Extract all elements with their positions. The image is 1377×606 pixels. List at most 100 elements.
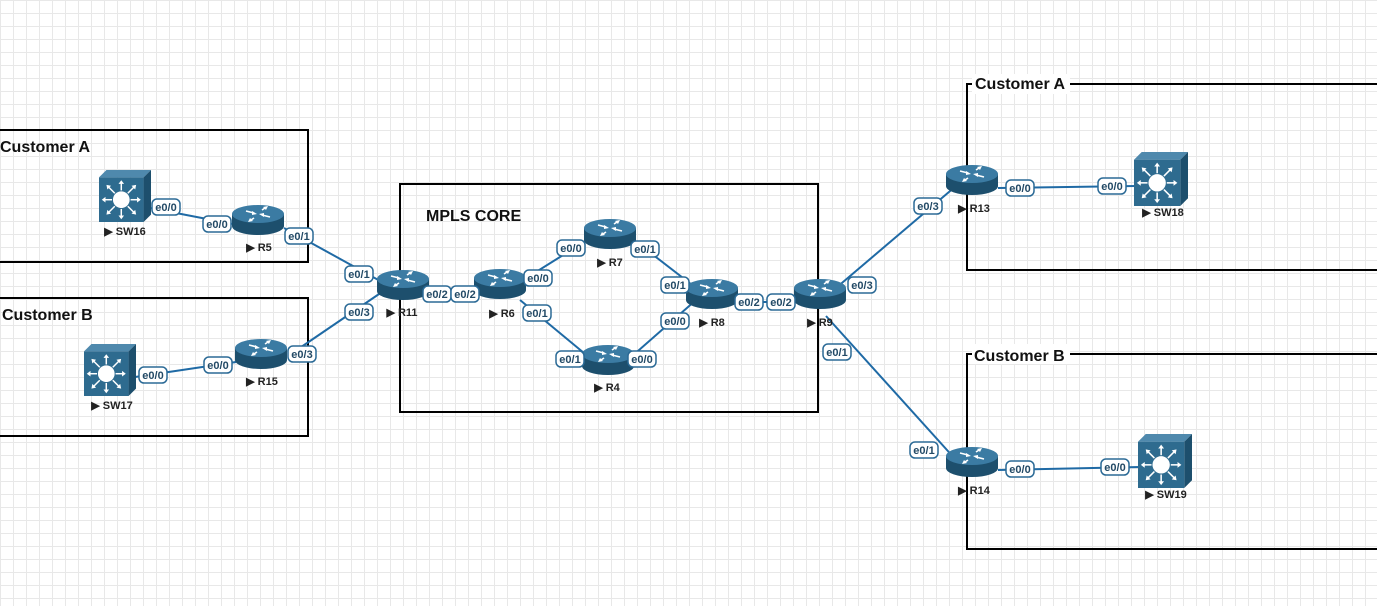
node-r13[interactable]: ▶ R13 (945, 164, 999, 215)
svg-text:e0/0: e0/0 (664, 316, 685, 328)
node-sw16[interactable]: ▶ SW16 (99, 170, 151, 238)
port-label[interactable]: e0/0 (151, 198, 181, 216)
router-icon (473, 268, 527, 300)
port-label[interactable]: e0/0 (203, 356, 233, 374)
port-label[interactable]: e0/1 (822, 343, 852, 361)
port-label[interactable]: e0/2 (450, 285, 480, 303)
svg-text:e0/2: e0/2 (426, 289, 447, 301)
svg-text:e0/0: e0/0 (1009, 464, 1030, 476)
node-r6[interactable]: ▶ R6 (473, 268, 527, 320)
node-label: ▶ R11 (385, 307, 417, 319)
svg-text:e0/3: e0/3 (851, 280, 872, 292)
node-r14[interactable]: ▶ R14 (945, 446, 999, 497)
group-left-customer-a[interactable]: Customer A (0, 129, 309, 263)
node-r7[interactable]: ▶ R7 (583, 218, 637, 269)
group-title: Customer A (0, 139, 91, 156)
node-label: ▶ SW16 (103, 226, 145, 238)
port-label[interactable]: e0/2 (422, 285, 452, 303)
switch-icon (1138, 434, 1192, 488)
node-r5[interactable]: ▶ R5 (231, 204, 285, 254)
port-label[interactable]: e0/0 (1097, 177, 1127, 195)
node-name: SW19 (1157, 489, 1187, 501)
node-name: R7 (609, 257, 623, 269)
svg-text:e0/0: e0/0 (207, 360, 228, 372)
node-label: ▶ SW17 (90, 400, 132, 412)
port-label[interactable]: e0/0 (660, 312, 690, 330)
port-label[interactable]: e0/0 (1005, 460, 1035, 478)
link-r9-r14[interactable] (825, 315, 957, 461)
router-icon (231, 204, 285, 236)
port-label[interactable]: e0/0 (523, 269, 553, 287)
switch-icon (99, 170, 151, 222)
svg-text:e0/1: e0/1 (348, 269, 369, 281)
svg-text:e0/0: e0/0 (142, 370, 163, 382)
svg-text:e0/3: e0/3 (917, 201, 938, 213)
svg-text:e0/2: e0/2 (738, 297, 759, 309)
router-icon (234, 338, 288, 370)
node-sw17[interactable]: ▶ SW17 (84, 344, 136, 412)
port-label[interactable]: e0/1 (284, 227, 314, 245)
port-label[interactable]: e0/0 (556, 239, 586, 257)
play-icon: ▶ (245, 376, 258, 388)
link-r4-r8[interactable] (629, 299, 697, 359)
node-label: ▶ R6 (488, 308, 515, 320)
node-r4[interactable]: ▶ R4 (581, 344, 635, 394)
svg-text:e0/0: e0/0 (631, 354, 652, 366)
port-label[interactable]: e0/0 (1100, 458, 1130, 476)
port-label[interactable]: e0/1 (555, 350, 585, 368)
node-name: R11 (398, 307, 418, 319)
svg-text:e0/1: e0/1 (559, 354, 580, 366)
svg-text:e0/0: e0/0 (527, 273, 548, 285)
svg-text:e0/1: e0/1 (664, 280, 685, 292)
router-icon (685, 278, 739, 310)
node-sw19[interactable]: ▶ SW19 (1138, 434, 1192, 501)
port-label[interactable]: e0/1 (660, 276, 690, 294)
node-name: R8 (711, 317, 725, 329)
port-label[interactable]: e0/3 (847, 276, 877, 294)
node-r11[interactable]: ▶ R11 (376, 269, 430, 319)
node-label: ▶ R15 (245, 376, 278, 388)
svg-text:e0/0: e0/0 (155, 202, 176, 214)
switch-icon (1134, 152, 1188, 206)
svg-text:e0/1: e0/1 (913, 445, 934, 457)
port-label[interactable]: e0/3 (913, 197, 943, 215)
port-label[interactable]: e0/0 (627, 350, 657, 368)
node-r15[interactable]: ▶ R15 (234, 338, 288, 388)
play-icon: ▶ (245, 242, 258, 254)
port-label[interactable]: e0/0 (202, 215, 232, 233)
port-label[interactable]: e0/3 (287, 345, 317, 363)
svg-text:e0/1: e0/1 (826, 347, 847, 359)
group-left-customer-b[interactable]: Customer B (0, 297, 309, 437)
play-icon: ▶ (596, 257, 609, 269)
play-icon: ▶ (957, 203, 970, 215)
port-label[interactable]: e0/1 (344, 265, 374, 283)
router-icon (945, 446, 999, 478)
node-r8[interactable]: ▶ R8 (685, 278, 739, 329)
play-icon: ▶ (593, 382, 606, 394)
port-label[interactable]: e0/0 (1005, 179, 1035, 197)
node-label: ▶ R5 (245, 242, 272, 254)
node-label: ▶ R8 (698, 317, 725, 329)
node-sw18[interactable]: ▶ SW18 (1134, 152, 1188, 219)
router-icon (583, 218, 637, 250)
svg-text:e0/3: e0/3 (291, 349, 312, 361)
node-label: ▶ R9 (806, 317, 833, 329)
port-label[interactable]: e0/1 (522, 304, 552, 322)
play-icon: ▶ (1144, 489, 1157, 501)
port-label[interactable]: e0/0 (138, 366, 168, 384)
router-icon (793, 278, 847, 310)
node-r9[interactable]: ▶ R9 (793, 278, 847, 329)
router-icon (945, 164, 999, 196)
play-icon: ▶ (698, 317, 711, 329)
port-label[interactable]: e0/1 (630, 240, 660, 258)
port-label[interactable]: e0/3 (344, 303, 374, 321)
port-label[interactable]: e0/2 (734, 293, 764, 311)
play-icon: ▶ (385, 307, 398, 319)
group-title: Customer B (2, 307, 93, 324)
port-label[interactable]: e0/2 (766, 293, 796, 311)
port-label[interactable]: e0/1 (909, 441, 939, 459)
node-name: R5 (258, 242, 272, 254)
node-name: R9 (819, 317, 833, 329)
svg-text:e0/0: e0/0 (1009, 183, 1030, 195)
